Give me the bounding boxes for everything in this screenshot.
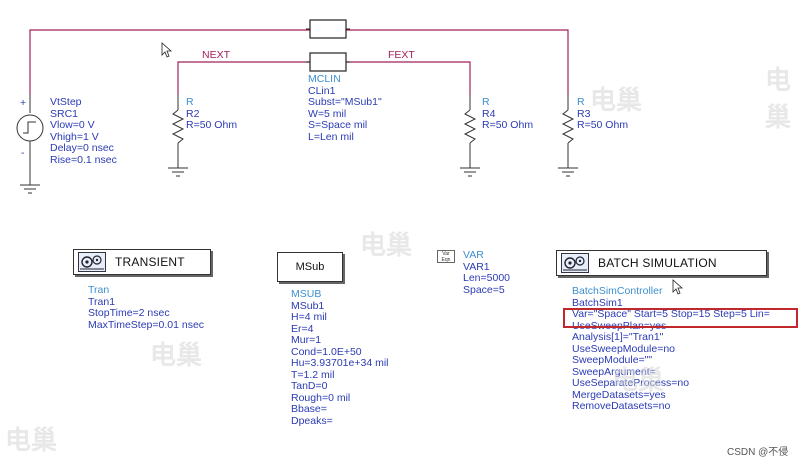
mclin-bottom-line[interactable] [309, 52, 347, 72]
resistor-r2[interactable] [168, 95, 188, 177]
msub-line: T=1.2 mil [291, 368, 335, 381]
r4-line: R4 [482, 107, 496, 120]
mclin-line: L=Len mil [308, 130, 354, 143]
source-line: SRC1 [50, 107, 79, 120]
var-icon-text: Var [442, 251, 450, 257]
vtstep-source[interactable] [16, 95, 44, 194]
watermark-text: 电巢 [590, 85, 643, 115]
batch-line: BatchSim1 [572, 296, 623, 309]
r3-line: R [577, 96, 585, 108]
msub-line: MSUB [291, 288, 322, 300]
source-params[interactable]: VtStep SRC1 Vlow=0 V Vhigh=1 V Delay=0 n… [50, 96, 117, 166]
r4-line: R [482, 96, 490, 108]
msub-line: Cond=1.0E+50 [291, 345, 362, 358]
r3-line: R=50 Ohm [577, 119, 629, 131]
msub-title: MSub [295, 261, 325, 273]
watermark-text: 电巢 [5, 425, 58, 455]
msub-line: Er=4 [291, 322, 314, 335]
batch-line: SweepArgument= [572, 365, 656, 378]
source-line: Vhigh=1 V [50, 130, 99, 143]
msub-line: Hu=3.93701e+34 mil [291, 357, 389, 369]
var-eqn-icon[interactable]: Var Eqn [437, 250, 455, 263]
r2-line: R=50 Ohm [186, 119, 238, 131]
msub-line: H=4 mil [291, 311, 327, 323]
var-line: VAR1 [463, 260, 490, 273]
transient-params[interactable]: Tran Tran1 StopTime=2 nsec MaxTimeStep=0… [88, 284, 205, 331]
var-icon-text: Eqn [441, 257, 451, 263]
cursor-icon [672, 279, 684, 295]
sweep-var-highlight-box [563, 308, 798, 328]
batch-line: RemoveDatasets=no [572, 400, 671, 412]
mclin-line: S=Space mil [308, 119, 368, 131]
msub-line: Bbase= [291, 403, 327, 415]
mclin-line: Subst="MSub1" [308, 96, 382, 108]
transient-line: Tran1 [88, 295, 116, 308]
msub-component[interactable]: MSub [277, 252, 343, 282]
simulation-gear-icon [77, 251, 107, 273]
msub-line: TanD=0 [291, 380, 328, 392]
transient-controller[interactable]: TRANSIENT [73, 249, 211, 275]
batch-line: Var="Space" Start=5 Stop=15 Step=5 Lin= [572, 308, 770, 320]
transient-line: MaxTimeStep=0.01 nsec [88, 318, 205, 331]
var-params[interactable]: VAR VAR1 Len=5000 Space=5 [463, 249, 511, 296]
watermark-text: 电巢 [150, 340, 203, 370]
source-minus-sign: - [21, 147, 25, 159]
source-line: Delay=0 nsec [50, 142, 114, 154]
transient-line: Tran [88, 284, 110, 296]
r4-line: R=50 Ohm [482, 119, 534, 131]
mclin-params[interactable]: MCLIN CLin1 Subst="MSub1" W=5 mil S=Spac… [308, 73, 382, 143]
cursor-icon [161, 42, 173, 58]
msub-line: Mur=1 [291, 334, 322, 346]
transient-title: TRANSIENT [115, 255, 185, 269]
batch-line: MergeDatasets=yes [572, 388, 666, 401]
r2-line: R [186, 96, 194, 108]
batch-line: SweepModule="" [572, 354, 653, 366]
source-line: VtStep [50, 96, 82, 108]
batch-simulation-controller[interactable]: BATCH SIMULATION [556, 250, 767, 276]
simulation-gear-icon [560, 252, 590, 274]
var-line: VAR [463, 249, 484, 261]
msub-line: Dpeaks= [291, 414, 333, 427]
r3-line: R3 [577, 107, 591, 120]
mclin-line: MCLIN [308, 73, 341, 85]
batch-title: BATCH SIMULATION [598, 256, 717, 270]
var-line: Len=5000 [463, 272, 511, 284]
batch-line: UseSweepPlan=yes [572, 319, 667, 332]
var-line: Space=5 [463, 283, 505, 296]
msub-line: MSub1 [291, 299, 325, 312]
mclin-line: CLin1 [308, 84, 336, 97]
msub-params[interactable]: MSUB MSub1 H=4 mil Er=4 Mur=1 Cond=1.0E+… [291, 288, 389, 427]
net-label-fext: FEXT [388, 49, 415, 61]
transient-line: StopTime=2 nsec [88, 307, 170, 319]
watermark-text: 电巢 [360, 230, 413, 260]
r3-params[interactable]: R R3 R=50 Ohm [577, 96, 629, 132]
credit-text: CSDN @不侵 [727, 447, 789, 458]
mclin-line: W=5 mil [308, 107, 347, 120]
source-line: Vlow=0 V [50, 119, 95, 131]
source-plus-sign: + [20, 97, 27, 109]
watermark-text: 电巢 [612, 365, 665, 395]
resistor-r3[interactable] [558, 95, 578, 177]
batch-line: UseSeparateProcess=no [572, 377, 690, 389]
r4-params[interactable]: R R4 R=50 Ohm [482, 96, 534, 132]
batch-line: UseSweepModule=no [572, 342, 676, 355]
net-label-next: NEXT [202, 49, 231, 61]
r2-params[interactable]: R R2 R=50 Ohm [186, 96, 238, 132]
mclin-top-line[interactable] [309, 19, 347, 39]
source-line: Rise=0.1 nsec [50, 153, 117, 166]
batch-line: BatchSimController [572, 285, 663, 297]
watermark-text: 电巢 [765, 65, 792, 132]
resistor-r4[interactable] [460, 95, 480, 177]
batch-params[interactable]: BatchSimController BatchSim1 Var="Space"… [572, 285, 770, 413]
batch-line: Analysis[1]="Tran1" [572, 331, 664, 343]
r2-line: R2 [186, 107, 200, 120]
msub-line: Rough=0 mil [291, 391, 351, 404]
